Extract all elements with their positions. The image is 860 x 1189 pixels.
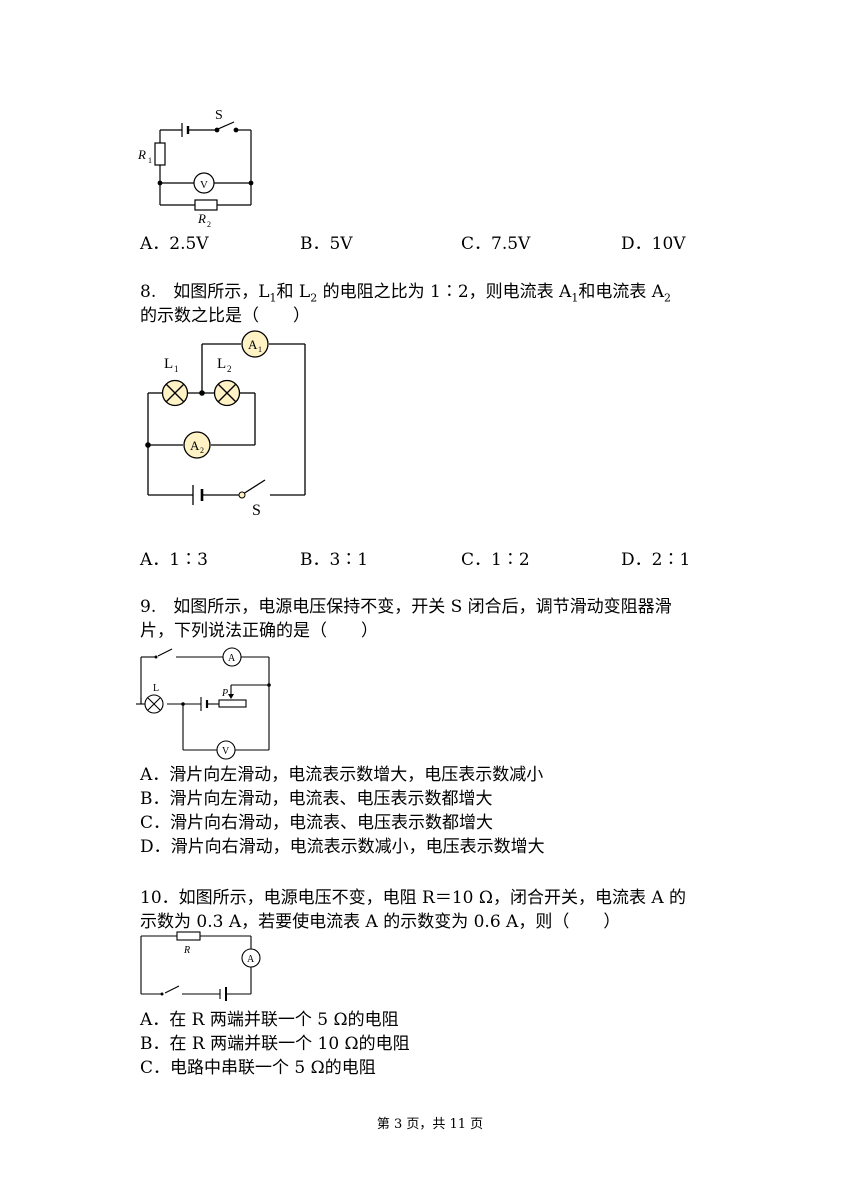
q10-option-c[interactable]: C．电路中串联一个 5 Ω的电阻: [140, 1058, 376, 1078]
q8-option-a[interactable]: A．1∶3: [140, 550, 208, 570]
q10-resistor-label: R: [183, 945, 190, 956]
q8-option-b[interactable]: B．3∶1: [300, 550, 369, 570]
q9-ammeter-label: A: [228, 653, 236, 664]
q9-slider-label: P: [221, 688, 228, 699]
q8-question-line1: 8. 如图所示，L1和 L2 的电阻之比为 1∶2，则电流表 A1和电流表 A2: [140, 282, 672, 305]
q7-circuit-diagram: S R 1 V R 2: [137, 108, 254, 229]
q7-switch-label: S: [215, 108, 223, 123]
q9-voltmeter: [216, 740, 236, 760]
q9-lamp-label: L: [153, 683, 159, 694]
q9-ammeter: [222, 647, 242, 667]
q8-l1-sub: 1: [174, 364, 179, 374]
q8-l2-sub: 2: [227, 364, 232, 374]
q9-option-d[interactable]: D．滑片向右滑动，电流表示数减小，电压表示数增大: [140, 837, 545, 857]
q9-option-b[interactable]: B．滑片向左滑动，电流表、电压表示数都增大: [140, 789, 493, 809]
q7-option-a[interactable]: A．2.5V: [140, 234, 209, 254]
q9-circuit-diagram: A V L P: [136, 647, 271, 760]
q10-option-b[interactable]: B．在 R 两端并联一个 10 Ω的电阻: [140, 1034, 410, 1054]
q10-question-line2: 示数为 0.3 A，若要使电流表 A 的示数变为 0.6 A，则（ ）: [140, 912, 621, 932]
q7-option-d[interactable]: D．10V: [621, 234, 686, 254]
q8-ammeter-a1: [241, 330, 269, 358]
q10-ammeter-label: A: [247, 954, 255, 965]
q8-circuit-diagram: A 1 A 2 L 1 L 2 S: [145, 330, 306, 519]
q9-option-a[interactable]: A．滑片向左滑动，电流表示数增大，电压表示数减小: [140, 765, 544, 785]
q8-switch-label: S: [252, 502, 261, 519]
q8-option-d[interactable]: D．2∶1: [621, 550, 691, 570]
q7-r2-label: R: [197, 211, 206, 226]
q9-voltmeter-label: V: [222, 746, 230, 757]
q8-a1-label: A: [248, 337, 258, 352]
q10-ammeter: [241, 948, 261, 968]
q7-option-c[interactable]: C．7.5V: [461, 234, 531, 254]
q7-voltmeter-label: V: [200, 179, 208, 191]
q8-ammeter-a2: [183, 431, 211, 459]
q7-r1-label: R: [137, 147, 146, 162]
q8-a2-sub: 2: [200, 446, 204, 455]
q10-option-a[interactable]: A．在 R 两端并联一个 5 Ω的电阻: [140, 1010, 399, 1030]
q8-l2-label: L: [217, 356, 226, 372]
q7-r2-sub: 2: [207, 220, 211, 229]
page-footer: 第 3 页，共 11 页: [376, 1117, 484, 1132]
q8-option-c[interactable]: C．1∶2: [461, 550, 530, 570]
q8-a2-label: A: [190, 438, 200, 453]
q10-question-line1: 10．如图所示，电源电压不变，电阻 R＝10 Ω，闭合开关，电流表 A 的: [140, 888, 687, 908]
q7-r1-sub: 1: [148, 156, 152, 165]
q9-question-line1: 9. 如图所示，电源电压保持不变，开关 S 闭合后，调节滑动变阻器滑: [140, 597, 672, 617]
q9-question-line2: 片，下列说法正确的是（ ）: [140, 621, 378, 641]
q8-a1-sub: 1: [258, 345, 262, 354]
q8-l1-label: L: [164, 356, 173, 372]
q8-question-line2: 的示数之比是（ ）: [140, 306, 310, 326]
q9-option-c[interactable]: C．滑片向右滑动，电流表、电压表示数都增大: [140, 813, 494, 833]
q10-circuit-diagram: A R: [140, 931, 261, 1001]
q7-option-b[interactable]: B．5V: [300, 234, 353, 254]
